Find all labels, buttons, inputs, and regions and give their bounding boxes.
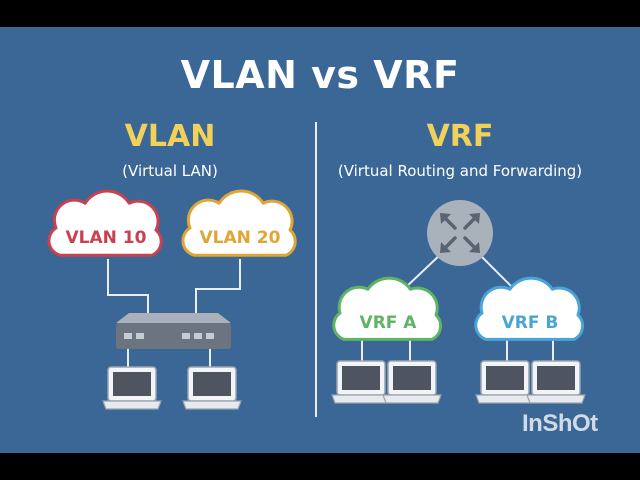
network-switch-icon <box>116 313 231 349</box>
laptop-icon <box>182 366 242 410</box>
vlan-subheading: (Virtual LAN) <box>122 162 218 180</box>
vrf-b-cloud-shape <box>474 276 585 341</box>
vrf-a-cloud-shape <box>332 276 443 341</box>
vlan-10-cloud-shape <box>47 189 163 257</box>
laptop-icon <box>526 360 586 404</box>
vlan-10-cloud-label: VLAN 10 <box>66 228 147 248</box>
router-icon <box>427 200 493 266</box>
diagram-title: VLAN vs VRF <box>180 53 460 97</box>
vrf-b-cloud-label: VRF B <box>502 313 559 333</box>
vrf-a-cloud: VRF A <box>332 276 443 341</box>
vlan-heading: VLAN <box>124 119 216 154</box>
laptop-icon <box>331 360 391 404</box>
vrf-b-cloud: VRF B <box>474 276 585 341</box>
vrf-heading: VRF <box>426 119 494 154</box>
vlan-10-cloud: VLAN 10 <box>47 189 163 257</box>
diagram-art: VLAN 10 VLAN 20 VRF A VRF B <box>47 189 586 410</box>
laptop-icon <box>475 360 535 404</box>
vrf-subheading: (Virtual Routing and Forwarding) <box>337 162 583 180</box>
diagram-canvas: VLAN vs VRF VLAN (Virtual LAN) VRF (Virt… <box>0 27 640 453</box>
laptop-icon <box>102 366 162 410</box>
section-divider <box>315 122 317 417</box>
vlan-20-cloud-shape <box>181 189 297 257</box>
vrf-a-cloud-label: VRF A <box>360 313 418 333</box>
inshot-watermark: InShOt <box>522 410 598 437</box>
vlan-20-cloud: VLAN 20 <box>181 189 297 257</box>
vlan-20-cloud-label: VLAN 20 <box>200 228 281 248</box>
laptop-icon <box>382 360 442 404</box>
